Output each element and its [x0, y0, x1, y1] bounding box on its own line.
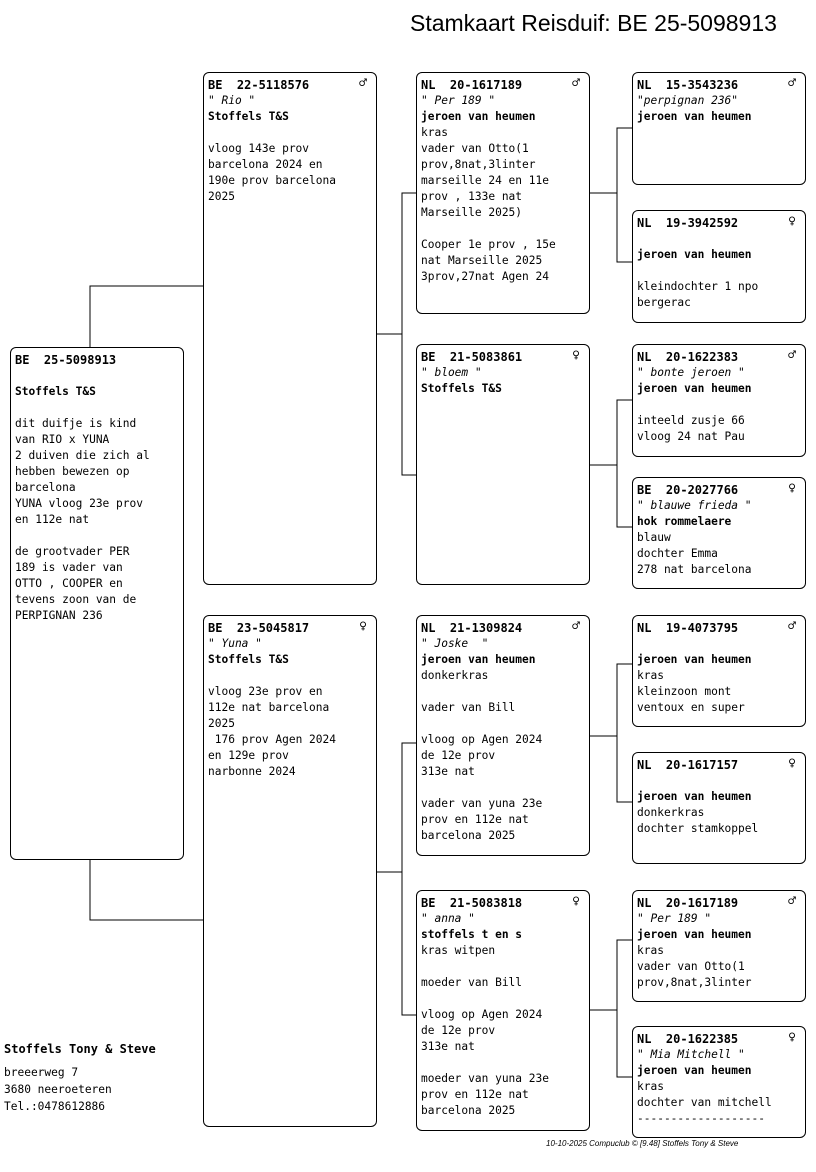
- great-grandparent-card-1: NL 15-3543236 ♂ "perpignan 236" jeroen va…: [632, 72, 806, 185]
- great-grandparent-card-6: NL 20-1617157 ♀ jeroen van heumen donkerk…: [632, 752, 806, 864]
- female-symbol-icon: ♀: [359, 619, 367, 634]
- female-symbol-icon: ♀: [788, 1030, 796, 1045]
- great-grandparent-card-5: NL 19-4073795 ♂ jeroen van heumen kras kl…: [632, 615, 806, 727]
- pigeon-name: [637, 773, 800, 789]
- pigeon-name: " Yuna ": [208, 637, 262, 650]
- pigeon-name: [637, 636, 800, 652]
- granddam-maternal-card: BE 21-5083818♀ " anna " stoffels t en s …: [416, 890, 590, 1131]
- ring-number: NL 20-1622383: [637, 350, 739, 364]
- pigeon-notes: donkerkras vader van Bill vloog op Agen …: [421, 669, 543, 842]
- ring-number: BE 20-2027766: [637, 483, 739, 497]
- ring-number: NL 20-1617157: [637, 758, 739, 772]
- pigeon-name: [637, 231, 800, 247]
- great-grandparent-card-4: BE 20-2027766 ♀ " blauwe frieda " hok rom…: [632, 477, 806, 589]
- pigeon-notes: vloog 143e prov barcelona 2024 en 190e p…: [208, 142, 336, 203]
- ring-number: BE 22-5118576: [208, 78, 310, 92]
- ring-number: BE 21-5083861: [421, 350, 523, 364]
- owner-name: Stoffels T&S: [15, 385, 96, 398]
- ring-number: NL 21-1309824: [421, 621, 523, 635]
- great-grandparent-card-2: NL 19-3942592 ♀ jeroen van heumen kleindo…: [632, 210, 806, 323]
- owner-phone: Tel.:0478612886: [4, 1100, 106, 1113]
- male-symbol-icon: ♂: [788, 894, 796, 909]
- owner-name: jeroen van heumen: [637, 110, 752, 123]
- male-symbol-icon: ♂: [788, 76, 796, 91]
- granddam-paternal-card: BE 21-5083861 ♀ " bloem " Stoffels T&S: [416, 344, 590, 585]
- ring-number: NL 19-4073795: [637, 621, 739, 635]
- ring-number: BE 25-5098913: [15, 353, 117, 367]
- pigeon-name: " Per 189 ": [637, 912, 712, 925]
- pigeon-name: " Per 189 ": [421, 94, 496, 107]
- ring-number: NL 20-1617189: [421, 78, 523, 92]
- grandsire-paternal-card: NL 20-1617189 ♂ " Per 189 " jeroen van he…: [416, 72, 590, 314]
- owner-name: jeroen van heumen: [637, 653, 752, 666]
- female-symbol-icon: ♀: [572, 348, 580, 363]
- owner-street: breeerweg 7: [4, 1066, 79, 1079]
- ring-number: NL 20-1622385: [637, 1032, 739, 1046]
- owner-name: jeroen van heumen: [421, 653, 536, 666]
- ring-number: NL 20-1617189: [637, 896, 739, 910]
- owner-name: jeroen van heumen: [637, 248, 752, 261]
- ring-number: NL 15-3543236: [637, 78, 739, 92]
- pigeon-name: " Mia Mitchell ": [637, 1048, 745, 1061]
- pigeon-notes: dit duifje is kind van RIO x YUNA 2 duiv…: [15, 417, 150, 622]
- pigeon-notes: kras vader van Otto(1 prov,8nat,3linter …: [421, 126, 556, 283]
- owner-city: 3680 neeroeteren: [4, 1083, 112, 1096]
- pigeon-notes: blauw dochter Emma 278 nat barcelona: [637, 531, 752, 576]
- pigeon-name: " bloem ": [421, 366, 482, 379]
- owner-name: jeroen van heumen: [637, 790, 752, 803]
- pigeon-notes: vloog 23e prov en 112e nat barcelona 202…: [208, 685, 336, 778]
- owner-name: hok rommelaere: [637, 515, 732, 528]
- pigeon-notes: donkerkras dochter stamkoppel: [637, 806, 759, 835]
- pigeon-notes: kras kleinzoon mont ventoux en super: [637, 669, 745, 714]
- pigeon-notes: kras vader van Otto(1 prov,8nat,3linter: [637, 944, 752, 989]
- male-symbol-icon: ♂: [359, 76, 367, 91]
- pigeon-name: " Joske ": [421, 637, 489, 650]
- page-title: Stamkaart Reisduif: BE 25-5098913: [410, 10, 777, 36]
- great-grandparent-card-8: NL 20-1622385 ♀ " Mia Mitchell " jeroen v…: [632, 1026, 806, 1138]
- female-symbol-icon: ♀: [788, 214, 796, 229]
- great-grandparent-card-3: NL 20-1622383 ♂ " bonte jeroen " jeroen v…: [632, 344, 806, 457]
- pigeon-name: " bonte jeroen ": [637, 366, 745, 379]
- ring-number: NL 19-3942592: [637, 216, 739, 230]
- ring-number: BE 23-5045817: [208, 621, 310, 635]
- print-footer: 10-10-2025 Compuclub © [9.48] Stoffels T…: [546, 1139, 739, 1148]
- owner-name: Stoffels T&S: [208, 110, 289, 123]
- great-grandparent-card-7: NL 20-1617189 ♂ " Per 189 " jeroen van he…: [632, 890, 806, 1002]
- ring-number: BE 21-5083818: [421, 896, 523, 910]
- sire-card: BE 22-5118576 ♂ " Rio " Stoffels T&S vloo…: [203, 72, 377, 585]
- pigeon-notes: kras dochter van mitchell --------------…: [637, 1080, 772, 1125]
- owner-name: jeroen van heumen: [637, 1064, 752, 1077]
- female-symbol-icon: ♀: [788, 756, 796, 771]
- owner-name: jeroen van heumen: [421, 110, 536, 123]
- owner-name: jeroen van heumen: [637, 928, 752, 941]
- owner-name: stoffels t en s: [421, 928, 523, 941]
- male-symbol-icon: ♂: [572, 619, 580, 634]
- pigeon-notes: inteeld zusje 66 vloog 24 nat Pau: [637, 414, 745, 443]
- owner-name: jeroen van heumen: [637, 382, 752, 395]
- pigeon-name: "perpignan 236": [637, 94, 739, 107]
- female-symbol-icon: ♀: [788, 481, 796, 496]
- male-symbol-icon: ♂: [788, 619, 796, 634]
- dam-card: BE 23-5045817 ♀ " Yuna " Stoffels T&S vlo…: [203, 615, 377, 1127]
- pigeon-name: " anna ": [421, 912, 475, 925]
- pigeon-name: " blauwe frieda ": [637, 499, 752, 512]
- male-symbol-icon: ♂: [788, 348, 796, 363]
- pigeon-notes: kleindochter 1 npo bergerac: [637, 280, 759, 309]
- subject-pigeon-card: BE 25-5098913 Stoffels T&S dit duifje is…: [10, 347, 184, 860]
- owner-fullname: Stoffels Tony & Steve: [4, 1042, 156, 1056]
- owner-address-block: Stoffels Tony & Steve breeerweg 7 3680 n…: [4, 1041, 156, 1115]
- owner-name: Stoffels T&S: [421, 382, 502, 395]
- female-symbol-icon: ♀: [572, 894, 580, 909]
- owner-name: Stoffels T&S: [208, 653, 289, 666]
- grandsire-maternal-card: NL 21-1309824 ♂ " Joske " jeroen van heum…: [416, 615, 590, 856]
- male-symbol-icon: ♂: [572, 76, 580, 91]
- pigeon-notes: kras witpen moeder van Bill vloog op Age…: [421, 944, 549, 1117]
- pigeon-name: " Rio ": [208, 94, 256, 107]
